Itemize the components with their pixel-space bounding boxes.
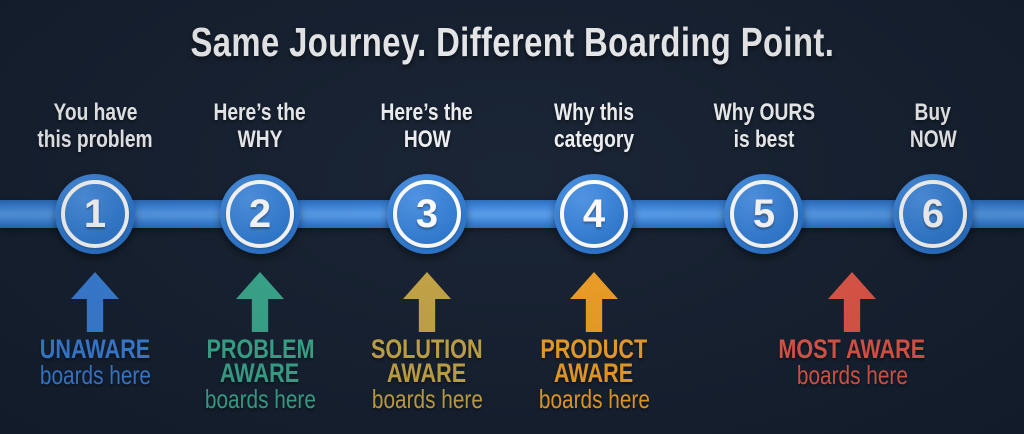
- boarding-label-solution-aware-name2: AWARE: [387, 358, 467, 388]
- timeline-line: [0, 200, 1024, 228]
- stage-label-2: Here’s the WHY: [160, 99, 360, 153]
- circle-ring: [61, 180, 129, 248]
- stage-circle-1: 1: [55, 174, 135, 254]
- stage-circle-2: 2: [220, 174, 300, 254]
- stage-circle-3: 3: [387, 174, 467, 254]
- stage-label-4: Why this category: [494, 99, 694, 153]
- boarding-label-solution-aware-sub: boards here: [371, 384, 483, 414]
- boarding-label-unaware-name: UNAWARE: [39, 334, 151, 364]
- boarding-label-product-aware-sub: boards here: [538, 384, 650, 414]
- boarding-label-most-aware: MOST AWARE boards here: [742, 334, 962, 390]
- stage-label-2-line2: WHY: [237, 126, 283, 153]
- boarding-label-problem-aware: PROBLEM AWARE boards here: [150, 334, 370, 414]
- stage-label-1: You have this problem: [0, 99, 195, 153]
- up-arrow-icon-product-aware: [570, 272, 618, 332]
- stage-label-3: Here’s the HOW: [327, 99, 527, 153]
- up-arrow-icon-most-aware: [828, 272, 876, 332]
- stage-circle-6: 6: [893, 174, 973, 254]
- boarding-label-most-aware-name: MOST AWARE: [778, 334, 926, 364]
- page-title-text: Same Journey. Different Boarding Point.: [190, 19, 834, 65]
- boarding-label-unaware-sub: boards here: [39, 360, 151, 390]
- stage-label-4-line2: category: [553, 126, 635, 153]
- stage-number-5: 5: [752, 191, 776, 236]
- boarding-label-problem-aware-name2: AWARE: [220, 358, 300, 388]
- stage-label-3-line1: Here’s the: [380, 99, 474, 126]
- circle-ring: [560, 180, 628, 248]
- page-title: Same Journey. Different Boarding Point.: [0, 20, 1024, 64]
- up-arrow-icon-solution-aware: [403, 272, 451, 332]
- stage-number-3: 3: [415, 191, 439, 236]
- up-arrow-icon-unaware: [71, 272, 119, 332]
- stage-number-4: 4: [582, 191, 606, 236]
- circle-ring: [393, 180, 461, 248]
- stage-label-4-line1: Why this: [554, 99, 634, 126]
- boarding-label-product-aware: PRODUCT AWARE boards here: [484, 334, 704, 414]
- circle-ring: [730, 180, 798, 248]
- stage-label-1-line2: this problem: [37, 126, 153, 153]
- boarding-label-product-aware-name2: AWARE: [554, 358, 634, 388]
- stage-circle-5: 5: [724, 174, 804, 254]
- circle-ring: [226, 180, 294, 248]
- stage-number-6: 6: [921, 191, 945, 236]
- boarding-label-problem-aware-name1: PROBLEM: [206, 334, 314, 364]
- boarding-label-most-aware-sub: boards here: [796, 360, 908, 390]
- boarding-label-problem-aware-sub: boards here: [204, 384, 316, 414]
- stage-label-1-line1: You have: [53, 99, 137, 126]
- stage-label-3-line2: HOW: [403, 126, 451, 153]
- boarding-label-solution-aware: SOLUTION AWARE boards here: [317, 334, 537, 414]
- stage-label-2-line1: Here’s the: [213, 99, 307, 126]
- boarding-label-product-aware-name1: PRODUCT: [540, 334, 648, 364]
- boarding-label-unaware: UNAWARE boards here: [0, 334, 205, 390]
- stage-label-5: Why OURS is best: [664, 99, 864, 153]
- stage-label-5-line2: is best: [733, 126, 795, 153]
- circle-ring: [899, 180, 967, 248]
- stage-label-6-line2: NOW: [909, 126, 957, 153]
- stage-label-5-line1: Why OURS: [713, 99, 815, 126]
- stage-circle-4: 4: [554, 174, 634, 254]
- up-arrow-icon-problem-aware: [236, 272, 284, 332]
- stage-number-2: 2: [248, 191, 272, 236]
- stage-label-6-line1: Buy: [914, 99, 952, 126]
- boarding-label-solution-aware-name1: SOLUTION: [371, 334, 483, 364]
- stage-label-6: Buy NOW: [833, 99, 1024, 153]
- stage-number-1: 1: [83, 191, 107, 236]
